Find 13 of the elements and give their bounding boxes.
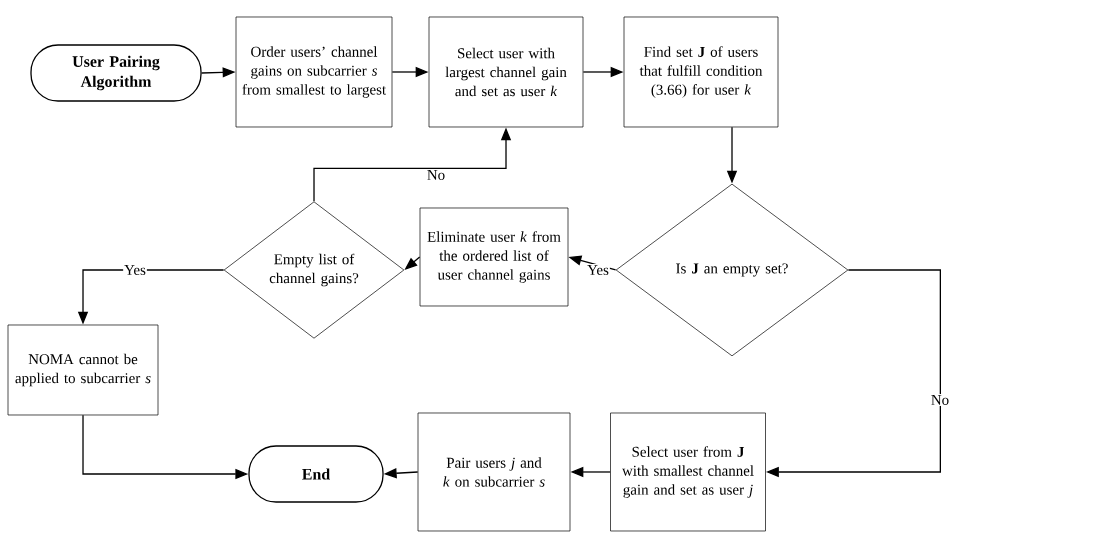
process-box: Pair users j and k on subcarrier s [417, 412, 571, 532]
process-box: Select user with largest channel gain and set as user k [428, 16, 584, 128]
edge-label: No [929, 394, 951, 406]
process-box: Eliminate user k from the ordered list of user channel gains [419, 207, 569, 307]
process-box: Select user from J with smallest channel gain and set as user j [610, 412, 766, 532]
edge-label: No [425, 169, 447, 181]
process-box: NOMA cannot be applied to subcarrier s [7, 324, 159, 416]
terminal-node: User Pairing Algorithm [30, 44, 202, 102]
edge-label: Yes [586, 264, 610, 276]
process-box: Order users’ channel gains on subcarrier s from smallest to largest [235, 16, 393, 128]
edge-label: Yes [123, 264, 147, 276]
terminal-node: End [248, 445, 384, 503]
process-box: Find set J of users that fulfill condition (3.66) for user k [623, 16, 779, 128]
